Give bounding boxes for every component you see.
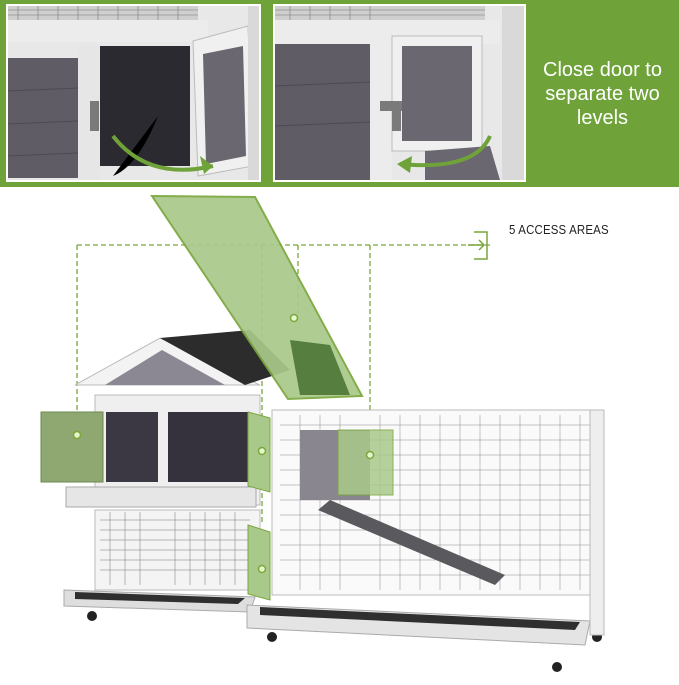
run-inner-door	[337, 429, 394, 496]
door-open-photo	[6, 4, 261, 182]
top-banner: Close door to separate two levels	[0, 0, 679, 187]
left-side-door	[40, 411, 104, 483]
banner-caption: Close door to separate two levels	[543, 59, 662, 129]
hutch-door-closed-illustration	[275, 6, 524, 180]
middle-lower-door	[247, 524, 271, 601]
hutch-door-open-illustration	[8, 6, 259, 180]
access-icon-box	[474, 231, 488, 260]
hutch-access-diagram	[40, 194, 605, 672]
door-closed-photo	[273, 4, 526, 182]
arrow-right-icon	[468, 239, 486, 251]
hutch-diagram	[0, 187, 679, 685]
access-areas-label: 5 ACCESS AREAS	[509, 222, 609, 237]
access-point-markers	[72, 313, 375, 574]
